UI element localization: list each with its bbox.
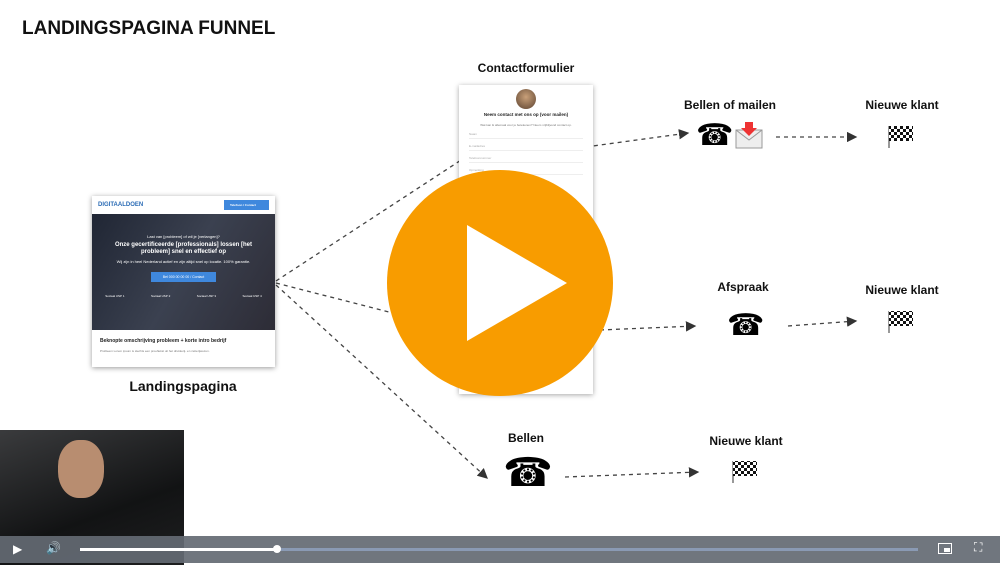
landing-page-thumbnail: DIGITAALDOEN Telefoon / Contact Last van … (92, 196, 275, 367)
form-title: Neem contact met ons op (voor mailen) (483, 112, 569, 117)
progress-fill (80, 548, 277, 551)
usp: Sociaal USP 2 (150, 294, 171, 298)
section-text: Probleem Lorem ipsum is slechts een proe… (100, 349, 210, 353)
afspraak-label: Afspraak (717, 280, 769, 294)
klant-label: Nieuwe klant (865, 98, 939, 112)
form-field: Telefoonnummer (469, 156, 583, 163)
play-button[interactable] (387, 170, 613, 396)
phone-icon: ☎ (696, 119, 734, 152)
hero-question: Last van [probleem] of wil je [verlangen… (147, 234, 220, 239)
form-field: Naam (469, 132, 583, 139)
mail-icon (734, 120, 764, 150)
arrow-to-klant3 (564, 467, 700, 478)
form-field: E-mailadres (469, 144, 583, 151)
play-icon (467, 225, 567, 341)
form-text: Wat kan ik allemaal voor je betekenen? N… (480, 123, 572, 127)
page-title: LANDINGSPAGINA FUNNEL (22, 18, 276, 39)
pip-icon[interactable] (938, 543, 952, 554)
bellen-label: Bellen (507, 431, 545, 445)
progress-track[interactable] (80, 548, 918, 551)
avatar (516, 89, 536, 109)
arrow-to-contact (275, 148, 480, 282)
presenter-face (58, 440, 104, 498)
phone-icon: ☎ (503, 451, 553, 495)
phone-icon: ☎ (727, 309, 765, 342)
call-mail-label: Bellen of mailen (683, 98, 777, 112)
hero-headline: Onze gecertificeerde [professionals] los… (114, 242, 253, 255)
section-title: Beknopte omschrijving probleem + korte i… (100, 338, 227, 344)
usp: Sociaal USP 1 (105, 294, 125, 298)
play-control-icon[interactable]: ▶ (13, 542, 23, 556)
arrow-afspraak (599, 321, 697, 332)
fullscreen-icon[interactable]: ⛶ (974, 540, 983, 554)
arrow-to-call-mail (577, 129, 690, 149)
contact-label: Contactformulier (477, 61, 575, 75)
volume-icon[interactable]: 🔊 (46, 541, 61, 555)
logo: DIGITAALDOEN (98, 202, 144, 208)
klant-label: Nieuwe klant (709, 434, 783, 448)
cta-button: Bel 000 00 00 00 / Contact (150, 272, 217, 282)
hero-sub: Wij zijn in heel Nederland actief en zij… (116, 259, 251, 264)
arrow-to-klant2 (787, 316, 858, 327)
usp: Sociaal USP 4 (242, 294, 262, 298)
landing-label: Landingspagina (129, 378, 237, 394)
usp: Sociaal USP 3 (196, 294, 217, 298)
header-button: Telefoon / Contact (224, 200, 269, 210)
progress-handle[interactable] (272, 545, 281, 553)
klant-label: Nieuwe klant (865, 283, 939, 297)
